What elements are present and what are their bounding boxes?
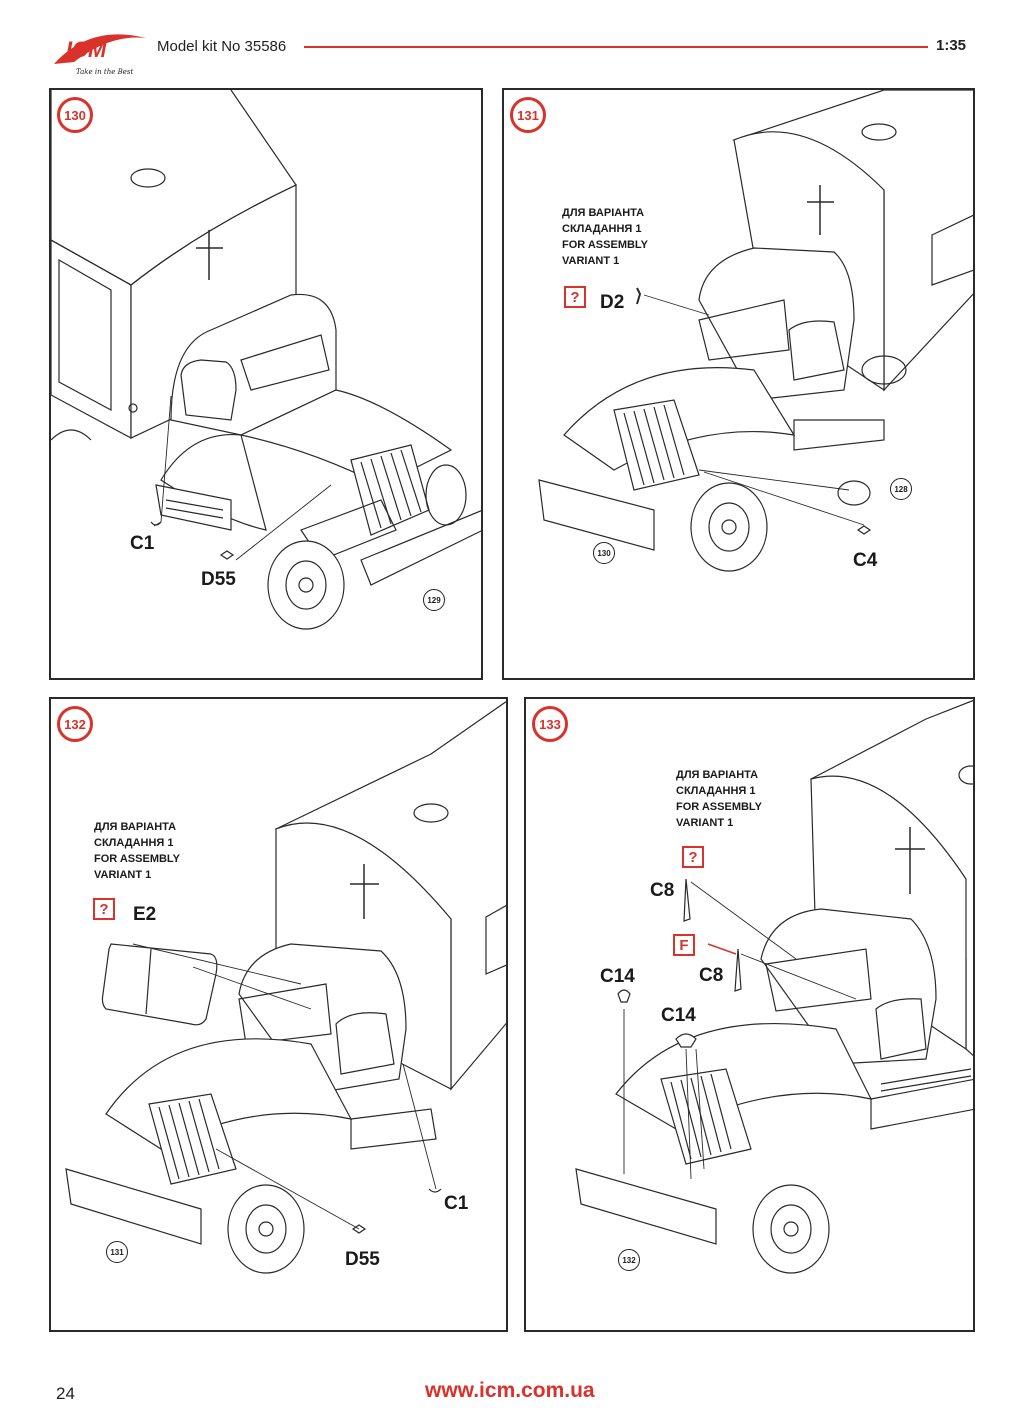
page-number: 24 — [56, 1384, 75, 1403]
part-label-d55: D55 — [201, 569, 236, 590]
part-label-d55: D55 — [345, 1249, 380, 1270]
reference-step-badge: 129 — [423, 589, 445, 611]
header-rule — [304, 46, 928, 48]
page-header: ICM Take in the Best Model kit No 35586 … — [0, 0, 1024, 88]
step-131-panel: 131 ДЛЯ ВАРІАНТА СКЛАДАННЯ 1 FOR ASSEMBL… — [502, 88, 975, 680]
part-label-c14: C14 — [661, 1005, 696, 1026]
step-132-illustration — [65, 701, 506, 1274]
icm-logo: ICM Take in the Best — [54, 34, 146, 76]
assembly-variant-note: ДЛЯ ВАРІАНТА СКЛАДАННЯ 1 FOR ASSEMBLY VA… — [94, 821, 180, 881]
step-133-illustration — [575, 699, 973, 1274]
part-label-e2: E2 — [133, 904, 157, 925]
reference-step-badge: 131 — [106, 1241, 128, 1263]
step-130-panel: 130 C1 D55 129 — [49, 88, 483, 680]
step-131-illustration — [538, 90, 973, 572]
question-marker: ? — [93, 898, 115, 920]
reference-step-badge: 132 — [618, 1249, 640, 1271]
reference-step-badge: 128 — [890, 478, 912, 500]
part-label-c14: C14 — [600, 966, 635, 987]
assembly-variant-note: ДЛЯ ВАРІАНТА СКЛАДАННЯ 1 FOR ASSEMBLY VA… — [676, 769, 762, 829]
part-label-c4: C4 — [853, 550, 878, 571]
kit-number: Model kit No 35586 — [157, 38, 287, 55]
step-number-badge: 131 — [510, 97, 546, 133]
website-link[interactable]: www.icm.com.ua — [425, 1379, 595, 1402]
question-marker: ? — [564, 286, 586, 308]
step-132-panel: 132 ДЛЯ ВАРІАНТА СКЛАДАННЯ 1 FOR ASSEMBL… — [49, 697, 508, 1332]
question-marker: ? — [682, 846, 704, 868]
part-label-c8: C8 — [699, 965, 724, 986]
reference-step-badge: 130 — [593, 542, 615, 564]
step-number-badge: 133 — [532, 706, 568, 742]
svg-text:ICM: ICM — [66, 37, 107, 62]
step-130-illustration — [51, 90, 481, 630]
part-label-d2: D2 — [600, 292, 625, 313]
part-label-c1: C1 — [444, 1193, 469, 1214]
part-label-c1: C1 — [130, 533, 155, 554]
step-133-panel: 133 ДЛЯ ВАРІАНТА СКЛАДАННЯ 1 FOR ASSEMBL… — [524, 697, 975, 1332]
step-number-badge: 132 — [57, 706, 93, 742]
scale-label: 1:35 — [936, 37, 967, 54]
f-marker: F — [673, 934, 695, 956]
step-number-badge: 130 — [57, 97, 93, 133]
svg-text:Take in the Best: Take in the Best — [76, 68, 133, 76]
part-label-c8: C8 — [650, 880, 675, 901]
assembly-variant-note: ДЛЯ ВАРІАНТА СКЛАДАННЯ 1 FOR ASSEMBLY VA… — [562, 207, 648, 267]
